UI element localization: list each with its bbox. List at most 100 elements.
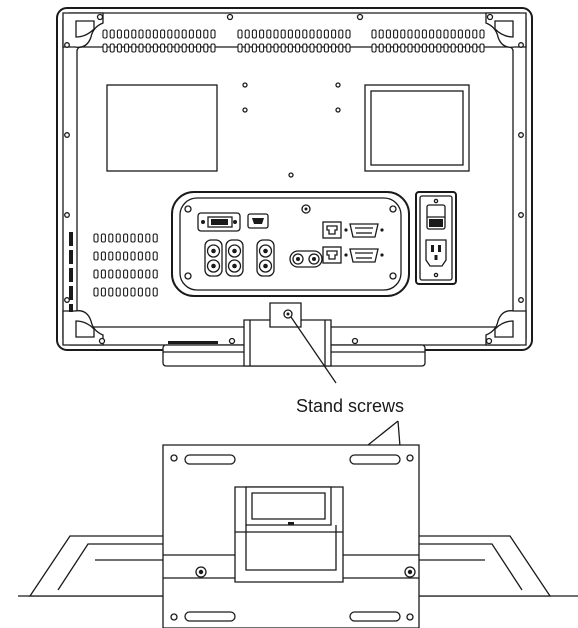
vent-slot <box>152 269 158 279</box>
vent-slot <box>244 29 250 39</box>
vent-slot <box>137 287 143 297</box>
vent-slot <box>123 233 129 243</box>
vent-slot <box>108 287 114 297</box>
monitor-rear-view <box>56 7 533 367</box>
vent-slot <box>93 251 99 261</box>
vent-slot <box>371 29 377 39</box>
vent-slot <box>196 43 202 53</box>
vent-slot <box>345 43 351 53</box>
vent-slot <box>371 43 377 53</box>
corner-bracket-bottom-right <box>485 310 527 346</box>
vent-slot <box>145 251 151 261</box>
vent-slot <box>152 287 158 297</box>
vent-slot <box>316 43 322 53</box>
vent-slot <box>302 29 308 39</box>
screw <box>64 42 70 48</box>
vent-slot <box>407 43 413 53</box>
vent-slot <box>102 43 108 53</box>
vent-slot <box>251 29 257 39</box>
screw <box>228 337 236 345</box>
vent-slot <box>414 29 420 39</box>
power-module <box>415 191 457 285</box>
mount-plate-right-inner <box>370 90 464 166</box>
vent-slot <box>137 233 143 243</box>
vent-slot <box>93 233 99 243</box>
vent-slot <box>160 43 166 53</box>
vent-slot <box>273 29 279 39</box>
vent-slot <box>123 251 129 261</box>
vent-slot <box>115 233 121 243</box>
vent-slot <box>345 29 351 39</box>
vent-slot <box>244 43 250 53</box>
vent-slot <box>429 29 435 39</box>
vent-slot <box>152 233 158 243</box>
vent-slot <box>188 29 194 39</box>
vent-slot <box>93 287 99 297</box>
vent-slot <box>323 43 329 53</box>
vent-slot <box>287 29 293 39</box>
screw <box>518 212 524 218</box>
mount-hole <box>242 82 248 88</box>
vent-slot <box>479 43 485 53</box>
stand-screws-label: Stand screws <box>296 396 405 416</box>
mount-plate-right <box>364 84 470 172</box>
vent-slot <box>131 43 137 53</box>
vent-slot <box>302 43 308 53</box>
vent-slot <box>115 287 121 297</box>
audio-jacks <box>289 250 323 268</box>
vent-slot <box>259 43 265 53</box>
vent-slot <box>130 269 136 279</box>
vent-slot <box>443 43 449 53</box>
vent-slot <box>393 29 399 39</box>
vent-slot <box>100 287 106 297</box>
vent-slot <box>400 43 406 53</box>
vent-slot <box>237 43 243 53</box>
vent-slot <box>280 29 286 39</box>
vent-slot <box>100 269 106 279</box>
vent-slot <box>108 233 114 243</box>
monitor-stand <box>162 302 426 367</box>
screw <box>351 337 359 345</box>
vent-slot <box>203 43 209 53</box>
plate-hole <box>170 613 178 621</box>
vent-slot <box>196 29 202 39</box>
screw <box>64 212 70 218</box>
vent-slot <box>210 43 216 53</box>
plate-hole <box>406 454 414 462</box>
vent-slot <box>331 29 337 39</box>
vent-slot <box>167 29 173 39</box>
stand-neck <box>243 319 332 367</box>
vent-slot <box>309 43 315 53</box>
vent-slot <box>100 251 106 261</box>
vent-slot <box>472 43 478 53</box>
vent-slot <box>115 269 121 279</box>
vent-slot <box>115 251 121 261</box>
vent-slot <box>421 43 427 53</box>
screw <box>518 132 524 138</box>
screw <box>486 13 494 21</box>
plate-slot <box>349 454 401 465</box>
vent-slot <box>137 251 143 261</box>
mount-hole <box>288 172 294 178</box>
vent-slot <box>116 29 122 39</box>
vent-slot <box>295 29 301 39</box>
ac-inlet <box>425 239 447 267</box>
plate-slot <box>184 611 236 622</box>
bnc-connectors <box>204 239 275 277</box>
vent-slot <box>152 43 158 53</box>
corner-bracket-bottom-left <box>62 310 104 346</box>
screw <box>485 337 493 345</box>
vent-slot <box>181 29 187 39</box>
vent-slot <box>109 29 115 39</box>
vent-slot <box>100 233 106 243</box>
vent-slot <box>137 269 143 279</box>
vent-slot <box>174 29 180 39</box>
mount-hole <box>242 107 248 113</box>
vent-slot <box>436 43 442 53</box>
vent-slot <box>167 43 173 53</box>
perimeter-screws <box>64 13 524 345</box>
vent-slot <box>131 29 137 39</box>
vent-slot <box>457 29 463 39</box>
vent-slot <box>145 43 151 53</box>
